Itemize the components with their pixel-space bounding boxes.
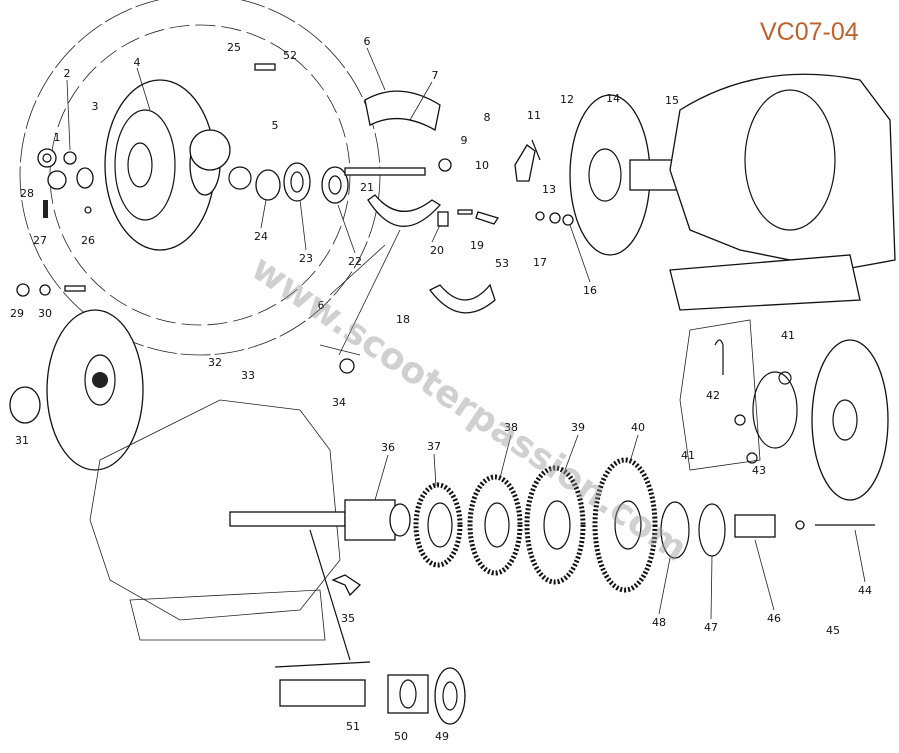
label-31: 31 [15, 434, 29, 447]
label-53: 53 [495, 257, 509, 270]
label-51: 51 [346, 720, 360, 733]
label-12: 12 [560, 93, 574, 106]
label-28: 28 [20, 187, 34, 200]
wheel-hub [9, 283, 144, 471]
label-20: 20 [430, 244, 444, 257]
label-24: 24 [254, 230, 268, 243]
label-21: 21 [360, 181, 374, 194]
bearing-parts [274, 529, 466, 725]
label-16: 16 [583, 284, 597, 297]
brake-shoes [344, 90, 496, 314]
gearbox-casing-lower [89, 399, 341, 641]
label-38: 38 [504, 421, 518, 434]
label-23: 23 [299, 252, 313, 265]
selector-assembly [679, 319, 889, 501]
label-29: 29 [10, 307, 24, 320]
label-22: 22 [348, 255, 362, 268]
label-3: 3 [92, 100, 99, 113]
gears [413, 457, 875, 593]
label-26: 26 [81, 234, 95, 247]
label-8: 8 [484, 111, 491, 124]
label-6: 6 [364, 35, 371, 48]
label-2: 2 [64, 67, 71, 80]
label-37: 37 [427, 440, 441, 453]
label-19: 19 [470, 239, 484, 252]
label-41-lower: 41 [681, 449, 695, 462]
label-11: 11 [527, 109, 541, 122]
label-46: 46 [767, 612, 781, 625]
label-49: 49 [435, 730, 449, 743]
label-32: 32 [208, 356, 222, 369]
label-40: 40 [631, 421, 645, 434]
label-47: 47 [704, 621, 718, 634]
label-45: 45 [826, 624, 840, 637]
label-33: 33 [241, 369, 255, 382]
layshaft [229, 499, 411, 597]
label-18: 18 [396, 313, 410, 326]
label-48: 48 [652, 616, 666, 629]
label-44: 44 [858, 584, 872, 597]
label-50: 50 [394, 730, 408, 743]
label-39: 39 [571, 421, 585, 434]
diagram-title: VC07-04 [760, 18, 859, 46]
label-52: 52 [283, 49, 297, 62]
label-43: 43 [752, 464, 766, 477]
small-parts-mid [339, 139, 574, 374]
part-labels: 1 2 3 4 5 6 7 8 9 10 11 12 13 14 15 16 1… [10, 35, 872, 743]
label-27: 27 [33, 234, 47, 247]
label-17: 17 [533, 256, 547, 269]
label-13: 13 [542, 183, 556, 196]
small-parts-left [37, 63, 349, 218]
label-1: 1 [54, 131, 61, 144]
label-6-lower: 6 [318, 299, 325, 312]
leader-lines [66, 47, 866, 620]
label-25: 25 [227, 41, 241, 54]
label-34: 34 [332, 396, 346, 409]
label-42: 42 [706, 389, 720, 402]
label-36: 36 [381, 441, 395, 454]
label-4: 4 [134, 56, 141, 69]
label-14: 14 [606, 92, 620, 105]
gearbox-casing-upper [669, 73, 896, 311]
label-5: 5 [272, 119, 279, 132]
label-30: 30 [38, 307, 52, 320]
label-9: 9 [461, 134, 468, 147]
label-41: 41 [781, 329, 795, 342]
label-35: 35 [341, 612, 355, 625]
label-7: 7 [432, 69, 439, 82]
label-15: 15 [665, 94, 679, 107]
label-10: 10 [475, 159, 489, 172]
